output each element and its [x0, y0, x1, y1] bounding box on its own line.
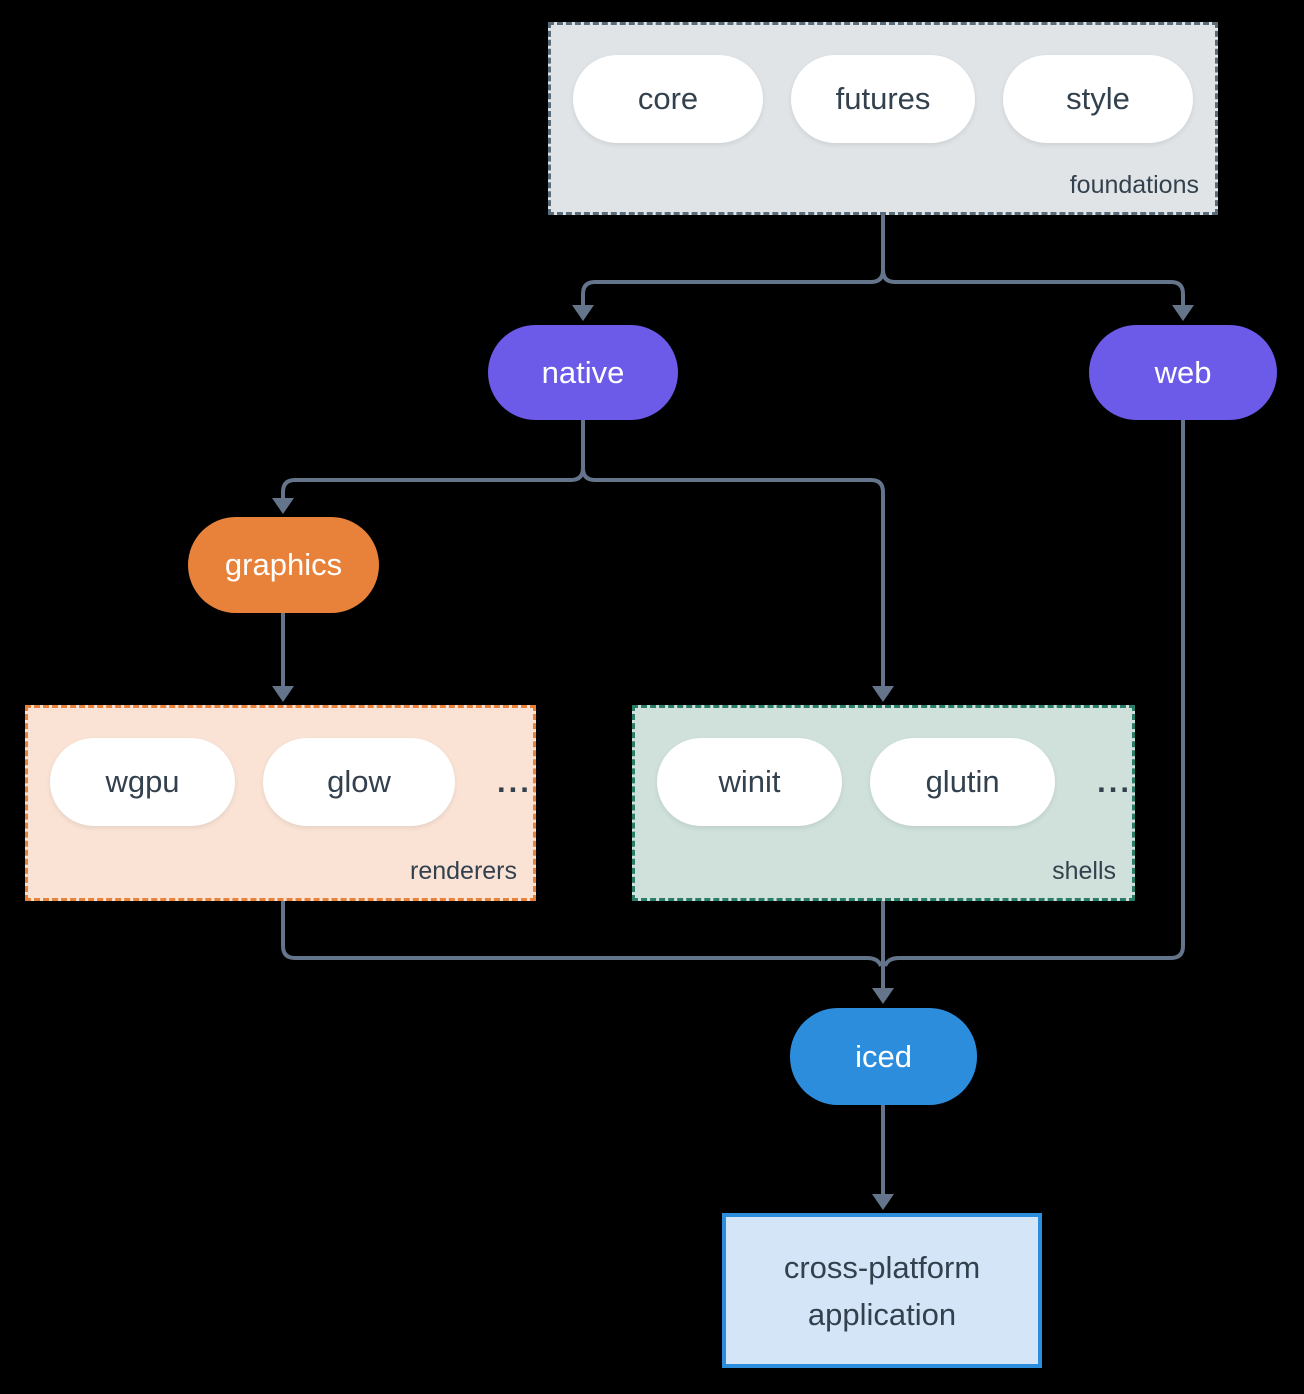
renderers-group-label: renderers	[410, 857, 517, 885]
arrow-foundations-to-web	[881, 215, 1194, 321]
style-pill: style	[1003, 55, 1193, 143]
arrow-foundations-to-native	[572, 215, 885, 321]
winit-pill: winit	[657, 738, 843, 826]
shells-group-label: shells	[1052, 857, 1116, 885]
graphics-node: graphics	[188, 517, 379, 613]
renderers-ellipsis: ...	[497, 764, 532, 799]
core-pill: core	[573, 55, 763, 143]
arrow-iced-to-application	[872, 1105, 894, 1210]
arrow-graphics-to-renderers	[272, 613, 294, 702]
futures-pill: futures	[791, 55, 975, 143]
glow-pill: glow	[263, 738, 455, 826]
renderers-pills-row: wgpu glow ...	[28, 708, 533, 826]
arrow-native-to-shells	[581, 467, 894, 702]
glutin-pill: glutin	[870, 738, 1056, 826]
foundations-group-box: core futures style foundations	[548, 22, 1218, 215]
arrow-web-to-merge	[883, 420, 1185, 967]
application-label-line1: cross-platform	[783, 1249, 981, 1285]
iced-node: iced	[790, 1008, 977, 1105]
application-label-line2: application	[807, 1296, 957, 1332]
arrow-renderers-to-merge	[281, 900, 883, 967]
shells-ellipsis: ...	[1097, 764, 1132, 799]
cross-platform-application-node: cross-platform application	[722, 1213, 1042, 1368]
renderers-group-box: wgpu glow ... renderers	[25, 705, 536, 901]
wgpu-pill: wgpu	[50, 738, 235, 826]
arrow-native-to-graphics	[272, 420, 585, 514]
web-node: web	[1089, 325, 1277, 420]
native-node: native	[488, 325, 678, 420]
shells-pills-row: winit glutin ...	[635, 708, 1132, 826]
foundations-pills-row: core futures style	[551, 25, 1215, 143]
shells-group-box: winit glutin ... shells	[632, 705, 1135, 901]
foundations-group-label: foundations	[1069, 171, 1199, 199]
arrow-shells-to-iced	[872, 900, 894, 1004]
